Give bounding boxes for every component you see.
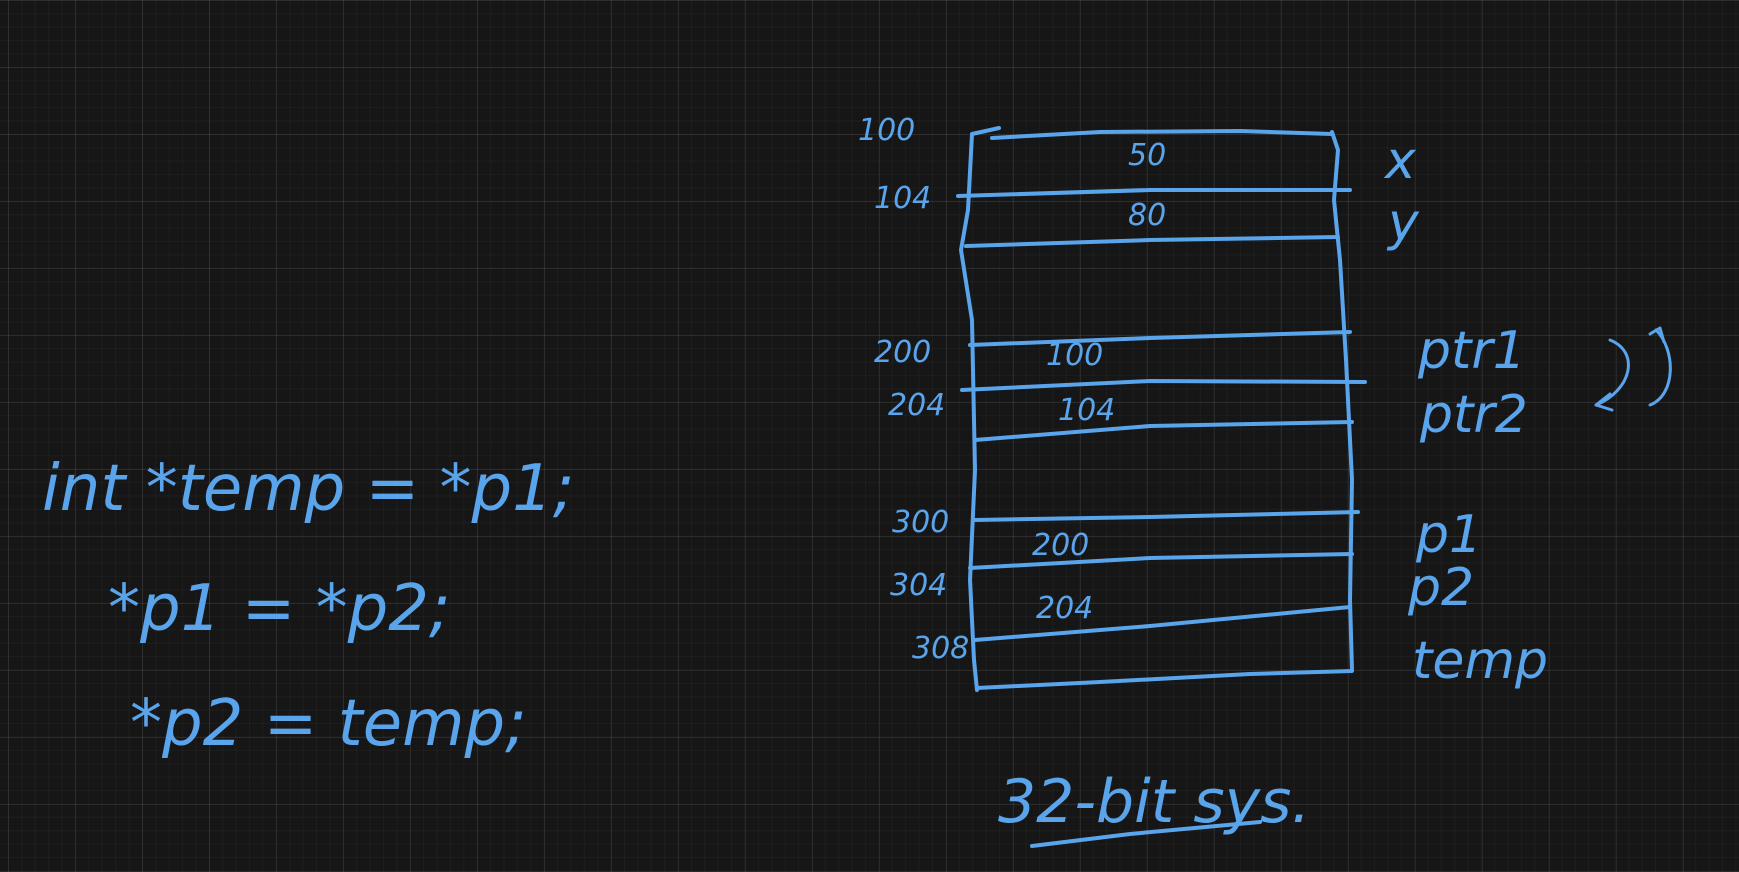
variable-x: x xyxy=(1383,131,1417,191)
value-x: 50 xyxy=(1128,138,1166,173)
variable-p2: p2 xyxy=(1407,558,1474,618)
swap-arrow-down xyxy=(1594,338,1630,407)
address-labels: 100 104 200 204 300 304 308 xyxy=(858,113,969,666)
memory-block-bottom-edge xyxy=(975,669,1354,690)
memory-divider-308 xyxy=(973,605,1352,642)
code-snippet: int *temp = *p1; *p1 = *p2; *p2 = temp; xyxy=(42,452,574,761)
variable-ptr2: ptr2 xyxy=(1419,385,1528,445)
value-ptr2: 104 xyxy=(1058,393,1115,428)
memory-divider-304 xyxy=(968,552,1354,570)
memory-block xyxy=(956,126,1367,692)
address-200: 200 xyxy=(874,335,931,370)
swap-arrow-up-head xyxy=(1648,326,1666,344)
system-label-underline xyxy=(1030,820,1262,848)
system-caption: 32-bit sys. xyxy=(998,767,1310,848)
code-line-2: *p1 = *p2; xyxy=(108,572,451,646)
address-300: 300 xyxy=(892,505,949,540)
memory-divider-204 xyxy=(960,379,1367,392)
swap-arrow-up xyxy=(1648,328,1672,407)
memory-divider-204-end xyxy=(973,420,1354,442)
address-104: 104 xyxy=(874,181,931,216)
memory-divider-200 xyxy=(968,330,1352,347)
code-line-3: *p2 = temp; xyxy=(130,687,527,761)
value-ptr1: 100 xyxy=(1046,338,1103,373)
system-label: 32-bit sys. xyxy=(998,767,1310,837)
value-p2: 204 xyxy=(1036,591,1093,626)
address-304: 304 xyxy=(890,568,947,603)
address-100: 100 xyxy=(858,113,915,148)
code-line-1: int *temp = *p1; xyxy=(42,452,574,526)
swap-arrow-down-head xyxy=(1594,392,1614,412)
memory-block-top-edge xyxy=(990,129,1334,140)
variable-ptr1: ptr1 xyxy=(1417,321,1526,381)
curved-swap-arrows-icon xyxy=(1594,326,1672,412)
memory-divider-300 xyxy=(973,510,1360,522)
address-204: 204 xyxy=(888,388,945,423)
memory-block-left-edge xyxy=(959,126,1001,692)
memory-divider-104 xyxy=(956,188,1352,198)
value-y: 80 xyxy=(1128,198,1166,233)
variable-y: y xyxy=(1386,193,1420,253)
memory-block-right-edge xyxy=(1330,130,1354,672)
value-p1: 200 xyxy=(1032,528,1089,563)
variable-temp: temp xyxy=(1412,631,1548,691)
variable-p1: p1 xyxy=(1415,505,1482,565)
address-308: 308 xyxy=(912,631,969,666)
memory-divider-104-end xyxy=(964,235,1340,248)
variable-labels: x y ptr1 ptr2 p1 p2 temp xyxy=(1383,131,1548,691)
cell-values: 50 80 100 104 200 204 xyxy=(1032,138,1166,626)
